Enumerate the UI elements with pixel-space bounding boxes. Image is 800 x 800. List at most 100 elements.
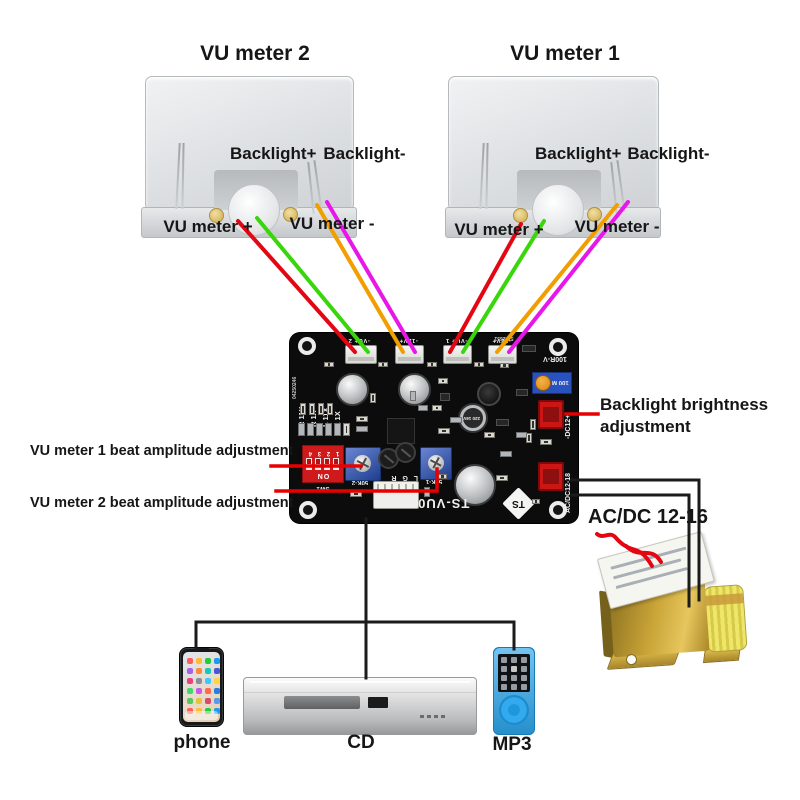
- meter1-vu-plus-label: VU meter +: [454, 220, 544, 239]
- smd-component: [438, 474, 447, 479]
- silk-top-code: SL-2651: [494, 335, 514, 341]
- phone-app-icon: [196, 668, 202, 674]
- mp3-menu-icon: [501, 684, 507, 690]
- mounting-hole: [299, 501, 317, 519]
- cd-tray: [284, 696, 360, 709]
- backlight-annotation-line2: adjustment: [600, 417, 691, 436]
- dip-slider[interactable]: [333, 458, 340, 470]
- smd-component: [318, 403, 324, 415]
- dip-switch[interactable]: ON 1 2 3 4: [302, 445, 344, 483]
- meter1-backlight-minus-label: Backlight-: [627, 144, 710, 163]
- capacitor-220uf: 220 16V: [460, 405, 486, 431]
- dc-out-connector: [538, 400, 564, 429]
- mp3-label: MP3: [492, 734, 532, 755]
- dc-out-label: -DC12+: [565, 414, 572, 439]
- smd-component: [530, 419, 536, 430]
- cd-display: [368, 697, 388, 708]
- smd-component: [440, 393, 450, 401]
- cd-seam: [244, 692, 476, 693]
- smd-component: [334, 423, 341, 436]
- smd-component: [307, 423, 314, 436]
- smd-component: [474, 362, 484, 367]
- capacitor-large: [454, 464, 496, 506]
- backlight-annotation-line1: Backlight brightness: [600, 395, 769, 414]
- smd-component: [370, 393, 376, 403]
- smd-component: [424, 487, 430, 497]
- ac-in-label: AC/DC12-18: [565, 472, 572, 513]
- smd-component: [343, 423, 350, 436]
- smd-component: [496, 475, 508, 481]
- smd-component: [324, 362, 334, 367]
- smd-component: [522, 345, 536, 352]
- smd-component: [356, 416, 368, 422]
- vu2-connector: [345, 345, 377, 364]
- mp3-screen: [498, 654, 530, 692]
- gain-label: L 1X: [333, 411, 342, 427]
- meter2-backlight-minus-label: Backlight-: [323, 144, 406, 163]
- mp3-menu-icon: [521, 675, 527, 681]
- cd-player: [243, 677, 477, 735]
- smd-component: [484, 432, 495, 438]
- smd-component: [356, 426, 368, 432]
- dip-sliders[interactable]: [306, 458, 340, 470]
- smd-component: [540, 439, 552, 445]
- smd-component: [432, 405, 442, 411]
- dip-slider[interactable]: [315, 458, 322, 470]
- trimmer-screw[interactable]: [354, 455, 371, 472]
- brightness-pot[interactable]: 100 M: [532, 372, 572, 394]
- smd-component: [496, 419, 509, 426]
- phone-screen: [183, 652, 220, 722]
- smd-component: [325, 423, 332, 436]
- mp3-menu-icon: [501, 657, 507, 663]
- mp3-menu-icon: [501, 675, 507, 681]
- smd-component: [350, 491, 362, 497]
- smd-component: [309, 403, 315, 415]
- phone-label: phone: [173, 732, 231, 753]
- mp3-menu-icon: [521, 666, 527, 672]
- phone-app-icon: [214, 698, 220, 704]
- mp3-menu-icon: [521, 684, 527, 690]
- trimmer-screw[interactable]: [428, 455, 444, 471]
- ts-logo: TS: [502, 487, 535, 520]
- mp3-menu-icon: [521, 657, 527, 663]
- phone-app-icon: [214, 688, 220, 694]
- trimmer-50k-1[interactable]: [420, 447, 452, 480]
- smd-component: [378, 362, 388, 367]
- brightness-pot-dial[interactable]: [535, 375, 551, 391]
- smd-component: [450, 417, 462, 423]
- phone-app-icon: [205, 678, 211, 684]
- phone-app-icon: [196, 688, 202, 694]
- phone-app-icon: [214, 668, 220, 674]
- smd-component: [516, 389, 528, 396]
- capacitor: [398, 373, 431, 406]
- ac-in-connector: [538, 462, 564, 491]
- mp3-menu-icon: [511, 684, 517, 690]
- phone-dock: [185, 711, 218, 720]
- smd-component: [316, 423, 323, 436]
- vu-meter-1-title: VU meter 1: [510, 42, 620, 65]
- meter2-vu-plus-label: VU meter +: [163, 217, 253, 236]
- board-model-label: TS-VU003: [400, 496, 470, 511]
- ts-logo-text: TS: [512, 498, 525, 509]
- capacitor: [336, 373, 369, 406]
- trimmer-50k-2[interactable]: [345, 447, 381, 481]
- beat2-annotation: VU meter 2 beat amplitude adjustment: [30, 495, 294, 511]
- smd-component: [298, 423, 305, 436]
- meter1-vu-minus-label: VU meter -: [574, 217, 660, 236]
- preset-pot[interactable]: [395, 442, 416, 463]
- vu1-connector: [443, 345, 472, 364]
- meter2-terminal-plus: [209, 208, 224, 223]
- mounting-hole: [549, 501, 567, 519]
- meter2-vu-minus-label: VU meter -: [289, 214, 375, 233]
- dip-slider[interactable]: [306, 458, 313, 470]
- smd-component: [427, 362, 437, 367]
- smd-component: [438, 428, 450, 434]
- smd-component: [300, 403, 306, 415]
- pcb-board: -VU+ 2 -12V+ -VU+ 1 -12V+ 100R-V SL-2651…: [290, 333, 578, 523]
- dip-slider[interactable]: [324, 458, 331, 470]
- smd-component: [500, 451, 512, 457]
- phone-app-icon: [205, 688, 211, 694]
- beat1-annotation: VU meter 1 beat amplitude adjustment: [30, 443, 294, 459]
- smd-component: [500, 363, 509, 368]
